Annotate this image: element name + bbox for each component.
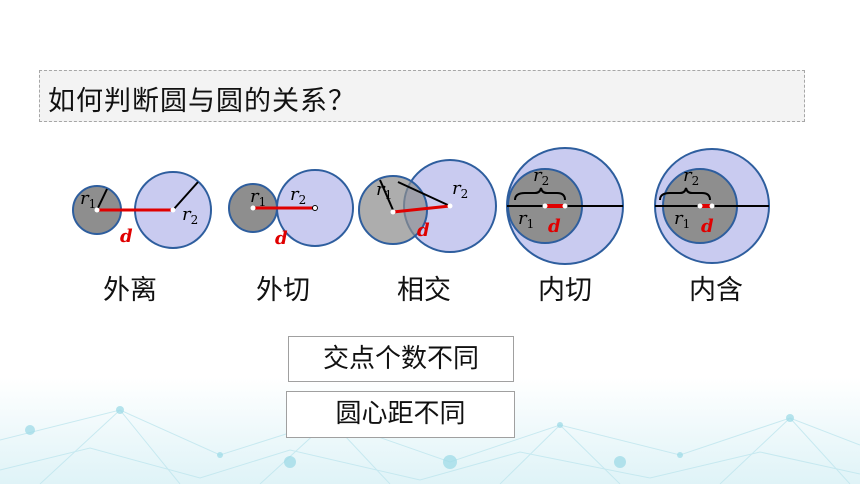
radius-r1-line	[379, 179, 394, 211]
label-intersect: 相交	[397, 275, 451, 306]
case-internal-tangent: r2 r1 d	[506, 147, 624, 265]
question-title: 如何判断圆与圆的关系？	[48, 86, 356, 117]
r2-label: r2	[290, 184, 306, 207]
d-label: d	[701, 216, 714, 237]
label-separate: 外离	[103, 275, 157, 306]
radius-r1-line	[96, 188, 108, 211]
r1-label: r1	[376, 179, 392, 202]
d-label: d	[417, 220, 430, 241]
r2-label: r2	[182, 204, 198, 227]
case-separate: r1 r2 d	[72, 171, 212, 249]
r1-label: r1	[250, 186, 266, 209]
r1-label: r1	[674, 208, 690, 231]
r2-label: r2	[683, 165, 699, 188]
d-label: d	[120, 226, 133, 247]
intersection-count-box: 交点个数不同	[288, 336, 514, 382]
r1-label: r1	[518, 208, 534, 231]
label-internal-tangent: 内切	[538, 275, 592, 306]
case-external-tangent: r1 r2 d	[228, 169, 354, 249]
r2-brace	[514, 187, 566, 201]
r2-label: r2	[452, 178, 468, 201]
question-banner: 如何判断圆与圆的关系？	[39, 70, 805, 122]
r1-label: r1	[80, 188, 96, 211]
center-distance-box: 圆心距不同	[286, 391, 515, 438]
label-contained: 内含	[689, 275, 743, 306]
distance-d-line	[392, 204, 451, 214]
radius-r2-line	[172, 181, 199, 211]
r2-label: r2	[533, 165, 549, 188]
label-external-tangent: 外切	[256, 275, 310, 306]
radius-r2-line	[397, 181, 451, 207]
case-contained: r2 r1 d	[654, 148, 770, 264]
case-intersect: r1 r2 d	[358, 159, 497, 253]
d-label: d	[275, 228, 288, 249]
r2-brace	[659, 187, 711, 201]
d-label: d	[548, 216, 561, 237]
